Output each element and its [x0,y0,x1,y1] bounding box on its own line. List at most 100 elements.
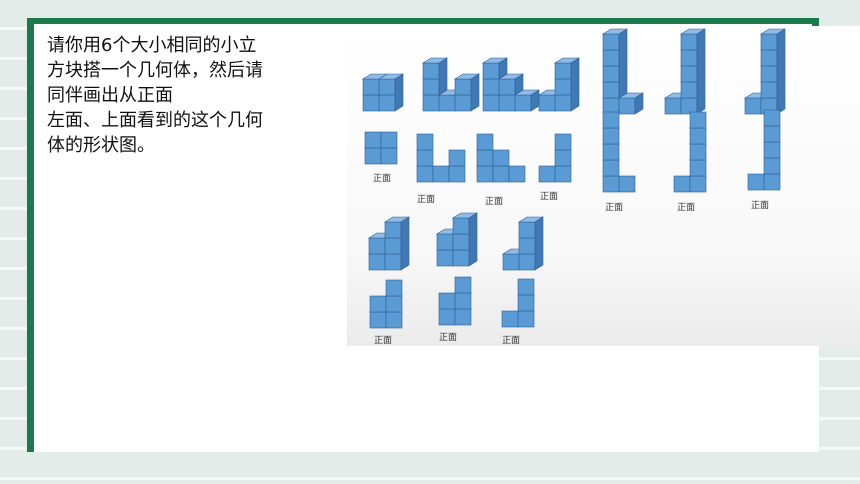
cube-face [602,97,620,115]
cube-face [438,94,456,112]
view-label: 正面 [417,194,435,205]
front-view-square [747,173,765,191]
cube-face [452,217,470,235]
front-view-square [492,149,510,167]
front-view-square [689,143,707,161]
front-view-square [454,308,472,326]
cube-face [454,94,472,112]
front-view-square [618,175,636,193]
accent-bar-right [812,18,819,28]
view-label: 正面 [751,200,769,211]
cube-side [634,92,644,115]
front-view-square [763,157,781,175]
front-view-square [432,165,450,183]
cube-side [498,57,508,80]
front-view-square [602,127,620,145]
cube-face [760,81,778,99]
front-view-square [554,133,572,151]
problem-statement: 请你用6个大小相同的小立 方块搭一个几何体，然后请 同伴画出从正面 左面、上面看… [47,33,317,158]
cube-face [452,249,470,267]
front-view-square [538,165,556,183]
cube-side [468,212,478,267]
cube-face [368,253,386,271]
cube-face [384,237,402,255]
front-view-square [448,165,466,183]
view-label: 正面 [373,173,391,184]
front-view-square [380,147,398,165]
front-view-square [380,131,398,149]
front-view-square [763,173,781,191]
cube-side [534,216,544,271]
front-view-square [454,276,472,294]
cube-side [570,57,580,112]
cube-face [498,78,516,96]
accent-bar-top [27,18,819,24]
front-view-square [385,295,403,313]
front-view-square [454,292,472,310]
front-view-square [554,149,572,167]
cube-face [436,233,454,251]
cube-face [680,81,698,99]
front-view-square [517,278,535,296]
front-view-square [416,133,434,151]
cube-face [362,78,380,96]
front-view-square [438,308,456,326]
cube-face [554,78,572,96]
cube-face [602,33,620,51]
front-view-square [385,311,403,329]
front-view-square [369,295,387,313]
front-view-square [476,149,494,167]
figures-illustration: 正面正面正面正面正面正面正面正面正面正面 [361,28,787,346]
accent-bar-left [27,18,34,452]
figures-panel: 正面正面正面正面正面正面正面正面正面正面 [347,26,860,346]
cube-side [696,28,706,115]
cube-side [400,216,410,271]
front-view-square [508,165,526,183]
cube-side [776,28,786,115]
problem-line-1: 请你用6个大小相同的小立 [47,35,257,56]
front-view-square [602,143,620,161]
view-label: 正面 [485,196,503,207]
front-view-square [385,279,403,297]
front-view-square [476,133,494,151]
front-view-square [364,147,382,165]
front-view-square [517,310,535,328]
cube-face [482,62,500,80]
cube-face [760,49,778,67]
cube-face [680,97,698,115]
cube-side [618,28,628,99]
cube-face [384,253,402,271]
front-view-square [673,175,691,193]
front-view-square [448,149,466,167]
cube-face [680,49,698,67]
front-view-square [438,292,456,310]
view-label: 正面 [502,335,520,346]
front-view-square [416,149,434,167]
cube-face [482,94,500,112]
cube-face [602,65,620,83]
cube-face [602,49,620,67]
cube-face [518,237,536,255]
front-view-square [517,294,535,312]
cube-face [482,78,500,96]
cube-face [452,233,470,251]
front-view-square [689,127,707,145]
view-label: 正面 [374,335,392,346]
cube-face [514,94,532,112]
front-view-square [689,175,707,193]
front-view-square [364,131,382,149]
front-view-square [763,125,781,143]
cube-face [760,33,778,51]
cube-side [438,57,448,96]
front-view-square [689,159,707,177]
cube-face [554,62,572,80]
cube-face [518,253,536,271]
front-view-square [763,141,781,159]
view-label: 正面 [439,332,457,343]
cube-face [618,97,636,115]
cube-face [498,94,516,112]
cube-face [602,81,620,99]
cube-face [368,237,386,255]
cube-face [454,78,472,96]
cube-face [518,221,536,239]
